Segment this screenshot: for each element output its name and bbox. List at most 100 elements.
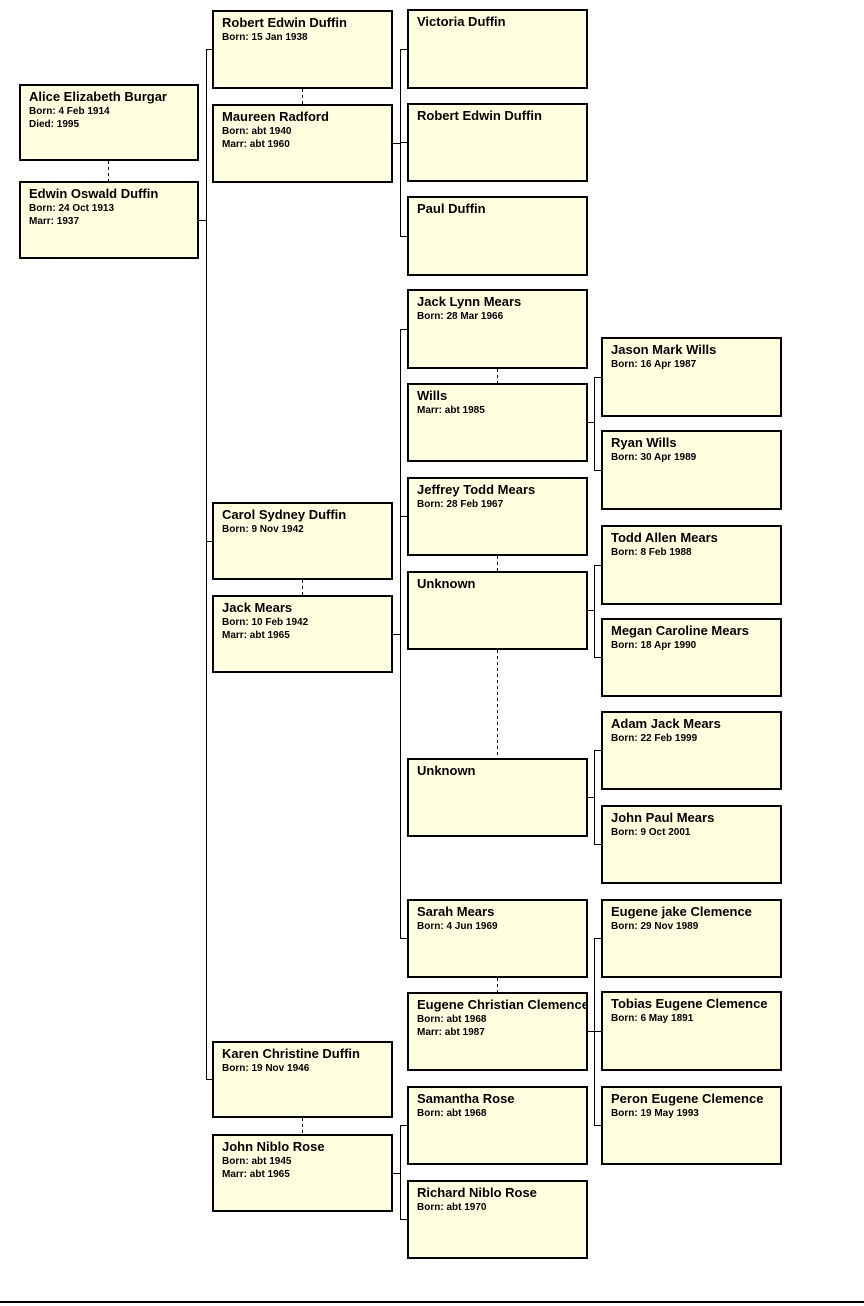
person-name: Wills <box>417 388 448 403</box>
person-box-todd-allen-mears[interactable]: Todd Allen Mears Born: 8 Feb 1988 <box>601 525 782 605</box>
child-connector-stub <box>400 236 407 237</box>
person-box-paul-duffin[interactable]: Paul Duffin <box>407 196 588 276</box>
person-box-robert-edwin-duffin-jr[interactable]: Robert Edwin Duffin <box>407 103 588 182</box>
person-detail: Born: 16 Apr 1987 <box>611 359 697 370</box>
person-box-john-paul-mears[interactable]: John Paul Mears Born: 9 Oct 2001 <box>601 805 782 884</box>
person-box-unknown-2[interactable]: Unknown <box>407 758 588 837</box>
person-box-ryan-wills[interactable]: Ryan Wills Born: 30 Apr 1989 <box>601 430 782 510</box>
person-box-eugene-christian-clemence[interactable]: Eugene Christian Clemence Born: abt 1968… <box>407 992 588 1071</box>
marriage-line <box>497 978 498 992</box>
child-connector-stub <box>594 657 601 658</box>
person-detail: Born: 6 May 1891 <box>611 1013 694 1024</box>
person-detail: Born: abt 1945 <box>222 1156 292 1167</box>
person-name: Samantha Rose <box>417 1091 515 1106</box>
person-box-unknown-1[interactable]: Unknown <box>407 571 588 650</box>
parent-connector-stub <box>199 220 206 221</box>
person-box-tobias-eugene-clemence[interactable]: Tobias Eugene Clemence Born: 6 May 1891 <box>601 991 782 1071</box>
person-box-alice-elizabeth-burgar[interactable]: Alice Elizabeth Burgar Born: 4 Feb 1914 … <box>19 84 199 161</box>
person-box-jeffrey-todd-mears[interactable]: Jeffrey Todd Mears Born: 28 Feb 1967 <box>407 477 588 556</box>
person-name: Peron Eugene Clemence <box>611 1091 764 1106</box>
person-name: Eugene jake Clemence <box>611 904 752 919</box>
descent-line <box>400 1125 401 1220</box>
person-name: Robert Edwin Duffin <box>417 108 542 123</box>
parent-connector-stub <box>588 797 594 798</box>
person-detail: Born: abt 1940 <box>222 126 292 137</box>
person-box-jack-lynn-mears[interactable]: Jack Lynn Mears Born: 28 Mar 1966 <box>407 289 588 369</box>
person-detail: Marr: abt 1960 <box>222 139 290 150</box>
person-detail: Marr: abt 1965 <box>222 630 290 641</box>
marriage-line <box>497 650 498 758</box>
person-box-richard-niblo-rose[interactable]: Richard Niblo Rose Born: abt 1970 <box>407 1180 588 1259</box>
marriage-line <box>108 161 109 181</box>
marriage-line <box>302 89 303 104</box>
person-name: Jack Mears <box>222 600 293 615</box>
person-detail: Born: abt 1970 <box>417 1202 487 1213</box>
person-name: Jack Lynn Mears <box>417 294 522 309</box>
parent-connector-stub <box>393 143 400 144</box>
person-detail: Born: 4 Jun 1969 <box>417 921 498 932</box>
person-name: Megan Caroline Mears <box>611 623 749 638</box>
person-detail: Marr: abt 1965 <box>222 1169 290 1180</box>
person-box-peron-eugene-clemence[interactable]: Peron Eugene Clemence Born: 19 May 1993 <box>601 1086 782 1165</box>
person-box-eugene-jake-clemence[interactable]: Eugene jake Clemence Born: 29 Nov 1989 <box>601 899 782 978</box>
person-name: John Niblo Rose <box>222 1139 325 1154</box>
person-box-carol-sydney-duffin[interactable]: Carol Sydney Duffin Born: 9 Nov 1942 <box>212 502 393 580</box>
person-name: Victoria Duffin <box>417 14 506 29</box>
person-name: Robert Edwin Duffin <box>222 15 347 30</box>
person-box-john-niblo-rose[interactable]: John Niblo Rose Born: abt 1945 Marr: abt… <box>212 1134 393 1212</box>
parent-connector-stub <box>393 1173 400 1174</box>
descent-line <box>594 938 595 1126</box>
person-name: Adam Jack Mears <box>611 716 721 731</box>
page-bottom-rule <box>0 1301 864 1303</box>
person-box-victoria-duffin[interactable]: Victoria Duffin <box>407 9 588 89</box>
parent-connector-stub <box>588 610 594 611</box>
person-box-samantha-rose[interactable]: Samantha Rose Born: abt 1968 <box>407 1086 588 1165</box>
person-detail: Born: 30 Apr 1989 <box>611 452 697 463</box>
person-detail: Born: 9 Oct 2001 <box>611 827 691 838</box>
person-name: Paul Duffin <box>417 201 486 216</box>
child-connector-stub <box>400 516 407 517</box>
person-detail: Born: 15 Jan 1938 <box>222 32 308 43</box>
child-connector-stub <box>206 49 212 50</box>
child-connector-stub <box>400 1125 407 1126</box>
child-connector-stub <box>594 938 601 939</box>
marriage-line <box>497 369 498 383</box>
person-name: Sarah Mears <box>417 904 495 919</box>
descent-line <box>594 565 595 658</box>
person-name: Richard Niblo Rose <box>417 1185 537 1200</box>
person-name: Edwin Oswald Duffin <box>29 186 159 201</box>
person-box-adam-jack-mears[interactable]: Adam Jack Mears Born: 22 Feb 1999 <box>601 711 782 790</box>
person-box-jason-mark-wills[interactable]: Jason Mark Wills Born: 16 Apr 1987 <box>601 337 782 417</box>
person-box-maureen-radford[interactable]: Maureen Radford Born: abt 1940 Marr: abt… <box>212 104 393 183</box>
person-name: Unknown <box>417 576 476 591</box>
person-name: Eugene Christian Clemence <box>417 997 588 1012</box>
person-name: John Paul Mears <box>611 810 715 825</box>
child-connector-stub <box>400 938 407 939</box>
person-box-megan-caroline-mears[interactable]: Megan Caroline Mears Born: 18 Apr 1990 <box>601 618 782 697</box>
person-box-robert-edwin-duffin[interactable]: Robert Edwin Duffin Born: 15 Jan 1938 <box>212 10 393 89</box>
person-box-wills[interactable]: Wills Marr: abt 1985 <box>407 383 588 462</box>
person-detail: Born: 28 Mar 1966 <box>417 311 504 322</box>
child-connector-stub <box>594 377 601 378</box>
person-box-karen-christine-duffin[interactable]: Karen Christine Duffin Born: 19 Nov 1946 <box>212 1041 393 1118</box>
descent-line <box>594 750 595 845</box>
child-connector-stub <box>594 844 601 845</box>
child-connector-stub <box>594 1031 601 1032</box>
person-name: Alice Elizabeth Burgar <box>29 89 167 104</box>
child-connector-stub <box>594 470 601 471</box>
person-name: Todd Allen Mears <box>611 530 718 545</box>
person-box-sarah-mears[interactable]: Sarah Mears Born: 4 Jun 1969 <box>407 899 588 978</box>
person-name: Unknown <box>417 763 476 778</box>
person-name: Jeffrey Todd Mears <box>417 482 536 497</box>
person-detail: Born: 18 Apr 1990 <box>611 640 697 651</box>
child-connector-stub <box>594 750 601 751</box>
marriage-line <box>302 580 303 595</box>
person-detail: Died: 1995 <box>29 119 80 130</box>
descent-line <box>400 329 401 939</box>
parent-connector-stub <box>588 422 594 423</box>
person-box-edwin-oswald-duffin[interactable]: Edwin Oswald Duffin Born: 24 Oct 1913 Ma… <box>19 181 199 259</box>
person-box-jack-mears[interactable]: Jack Mears Born: 10 Feb 1942 Marr: abt 1… <box>212 595 393 673</box>
marriage-line <box>497 556 498 571</box>
person-detail: Born: 4 Feb 1914 <box>29 106 110 117</box>
